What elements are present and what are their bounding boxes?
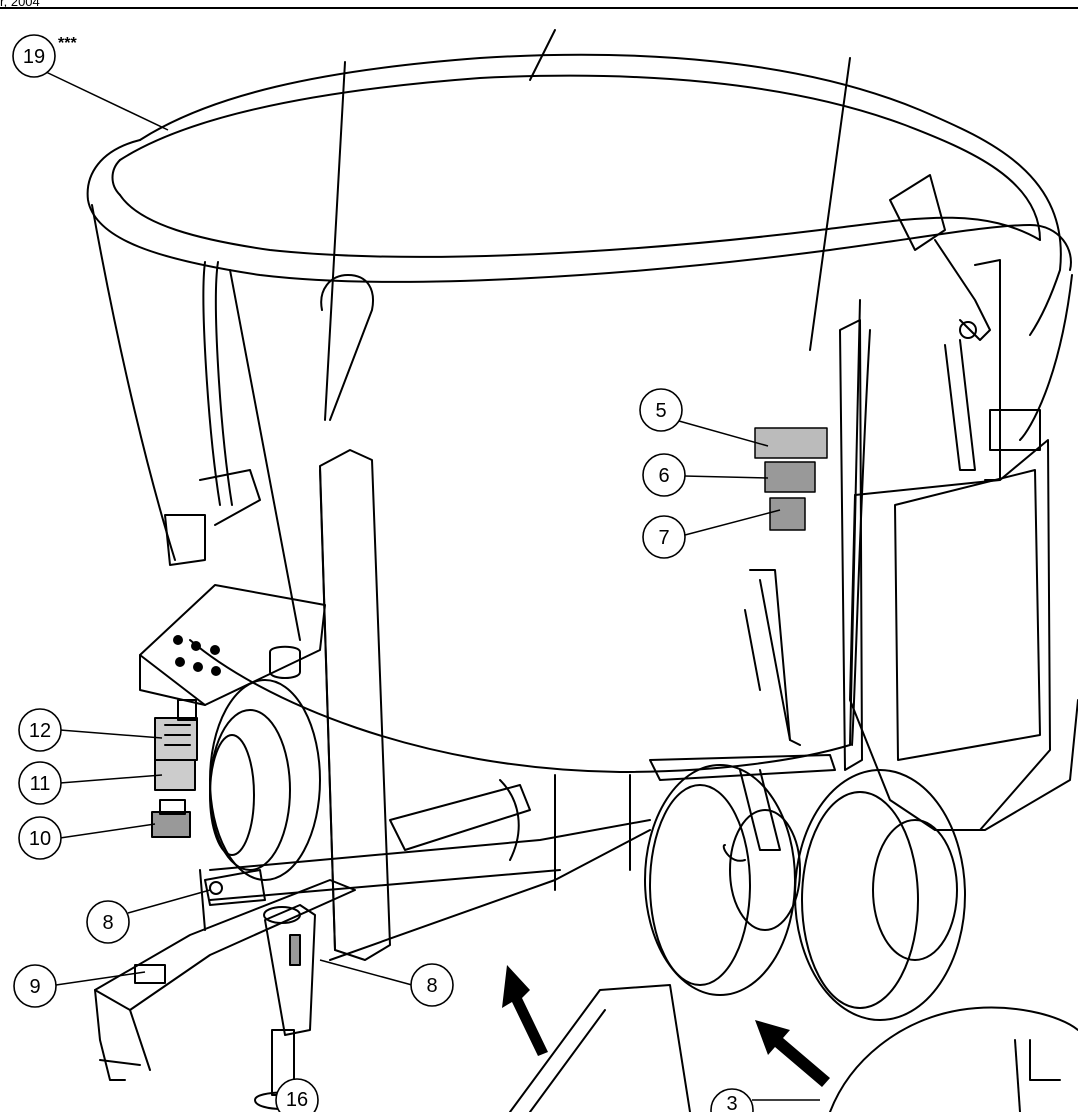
right-wheels [644, 754, 966, 1021]
callout-10-label: 10 [29, 828, 51, 850]
header-rule [0, 7, 1078, 9]
callout-5-circle [639, 388, 683, 432]
sensor-box [151, 799, 191, 838]
side-door [849, 174, 1078, 831]
callout-6-label: 6 [658, 465, 669, 487]
callout-8b-label: 8 [426, 975, 437, 997]
chassis [199, 774, 651, 961]
callout-16-label: 16 [286, 1089, 308, 1111]
callout-19-circle [12, 34, 56, 78]
callout-11-label: 11 [30, 773, 51, 795]
callout-10-circle [18, 816, 62, 860]
tub-rim [86, 53, 1072, 336]
door-guide-strip [839, 319, 863, 771]
decal-group [754, 427, 828, 531]
arrow-up-left-2 [755, 1020, 830, 1087]
callout-9-circle [13, 964, 57, 1008]
header-text: r, 2004 [0, 0, 40, 9]
leader-lines [45, 71, 820, 1101]
callout-6-circle [642, 453, 686, 497]
arrow-up-left-1 [502, 965, 548, 1056]
callout-8a-circle [86, 900, 130, 944]
callout-8a-label: 8 [102, 912, 113, 934]
callout-7-circle [642, 515, 686, 559]
callout-7-label: 7 [658, 527, 669, 549]
door-lever [744, 569, 801, 746]
tub-body [91, 29, 1073, 773]
callout-12-label: 12 [29, 720, 51, 742]
guard-fragment [509, 984, 691, 1112]
callout-9-label: 9 [29, 976, 40, 998]
callout-8b-circle [410, 963, 454, 1007]
left-wheel [209, 679, 520, 881]
callout-3-circle [710, 1088, 754, 1112]
detail-circle [829, 1006, 1078, 1112]
callout-11-circle [18, 761, 62, 805]
callout-19-note: *** [58, 35, 77, 52]
drawbar-hitch [94, 869, 356, 1081]
callout-16-circle [275, 1078, 319, 1112]
callout-3-label: 3 [726, 1093, 737, 1112]
jack-stand [254, 904, 316, 1110]
callout-12-circle [18, 708, 62, 752]
callout-19-label: 19 [23, 46, 45, 68]
hydraulic-motor [154, 699, 198, 791]
callout-5-label: 5 [655, 400, 666, 422]
